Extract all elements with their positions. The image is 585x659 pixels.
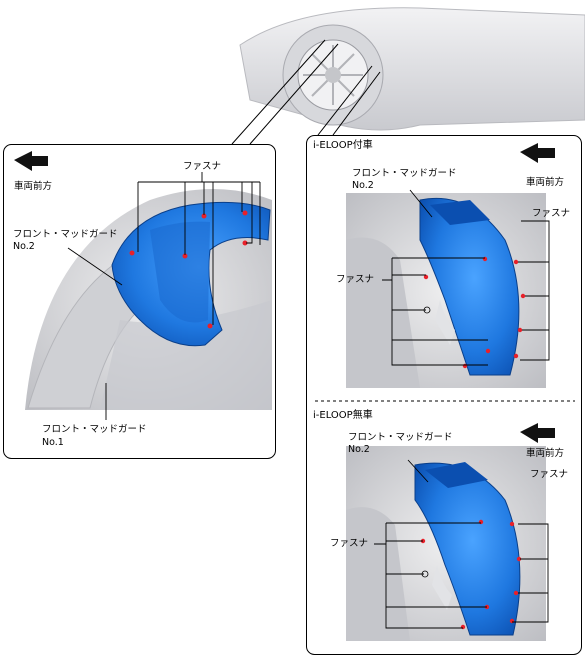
arrow-left-icon [520,143,555,163]
eloop-with-title: i-ELOOP付車 [313,140,373,151]
mudguard-no2-label-top: フロント・マッドガード [352,168,457,179]
mudguard-no2-label-left: フロント・マッドガード [13,229,118,240]
fastener-left-label-bottom: ファスナ [330,538,369,549]
front-direction-label-bottom: 車両前方 [526,448,565,459]
mudguard-no2-number-left: No.2 [13,241,35,252]
mudguard-no1-label: フロント・マッドガード [42,424,147,435]
right-panel [306,135,582,655]
mudguard-no2-number-bottom: No.2 [348,444,370,455]
car-overview [231,7,585,145]
mudguard-no1-number: No.1 [42,437,64,448]
arrow-left-icon [520,423,555,443]
mudguard-no2-label-bottom: フロント・マッドガード [348,432,453,443]
fastener-label-left: ファスナ [183,161,222,172]
arrow-left-icon [14,151,48,171]
mudguard-no2-number-top: No.2 [352,180,374,191]
fastener-right-label-top: ファスナ [532,208,571,219]
left-panel [3,144,276,459]
front-direction-label-left: 車両前方 [14,181,53,192]
fastener-right-label-bottom: ファスナ [530,469,569,480]
fastener-left-label-top: ファスナ [336,274,375,285]
front-direction-label-top: 車両前方 [526,177,565,188]
eloop-without-title: i-ELOOP無車 [313,410,373,421]
